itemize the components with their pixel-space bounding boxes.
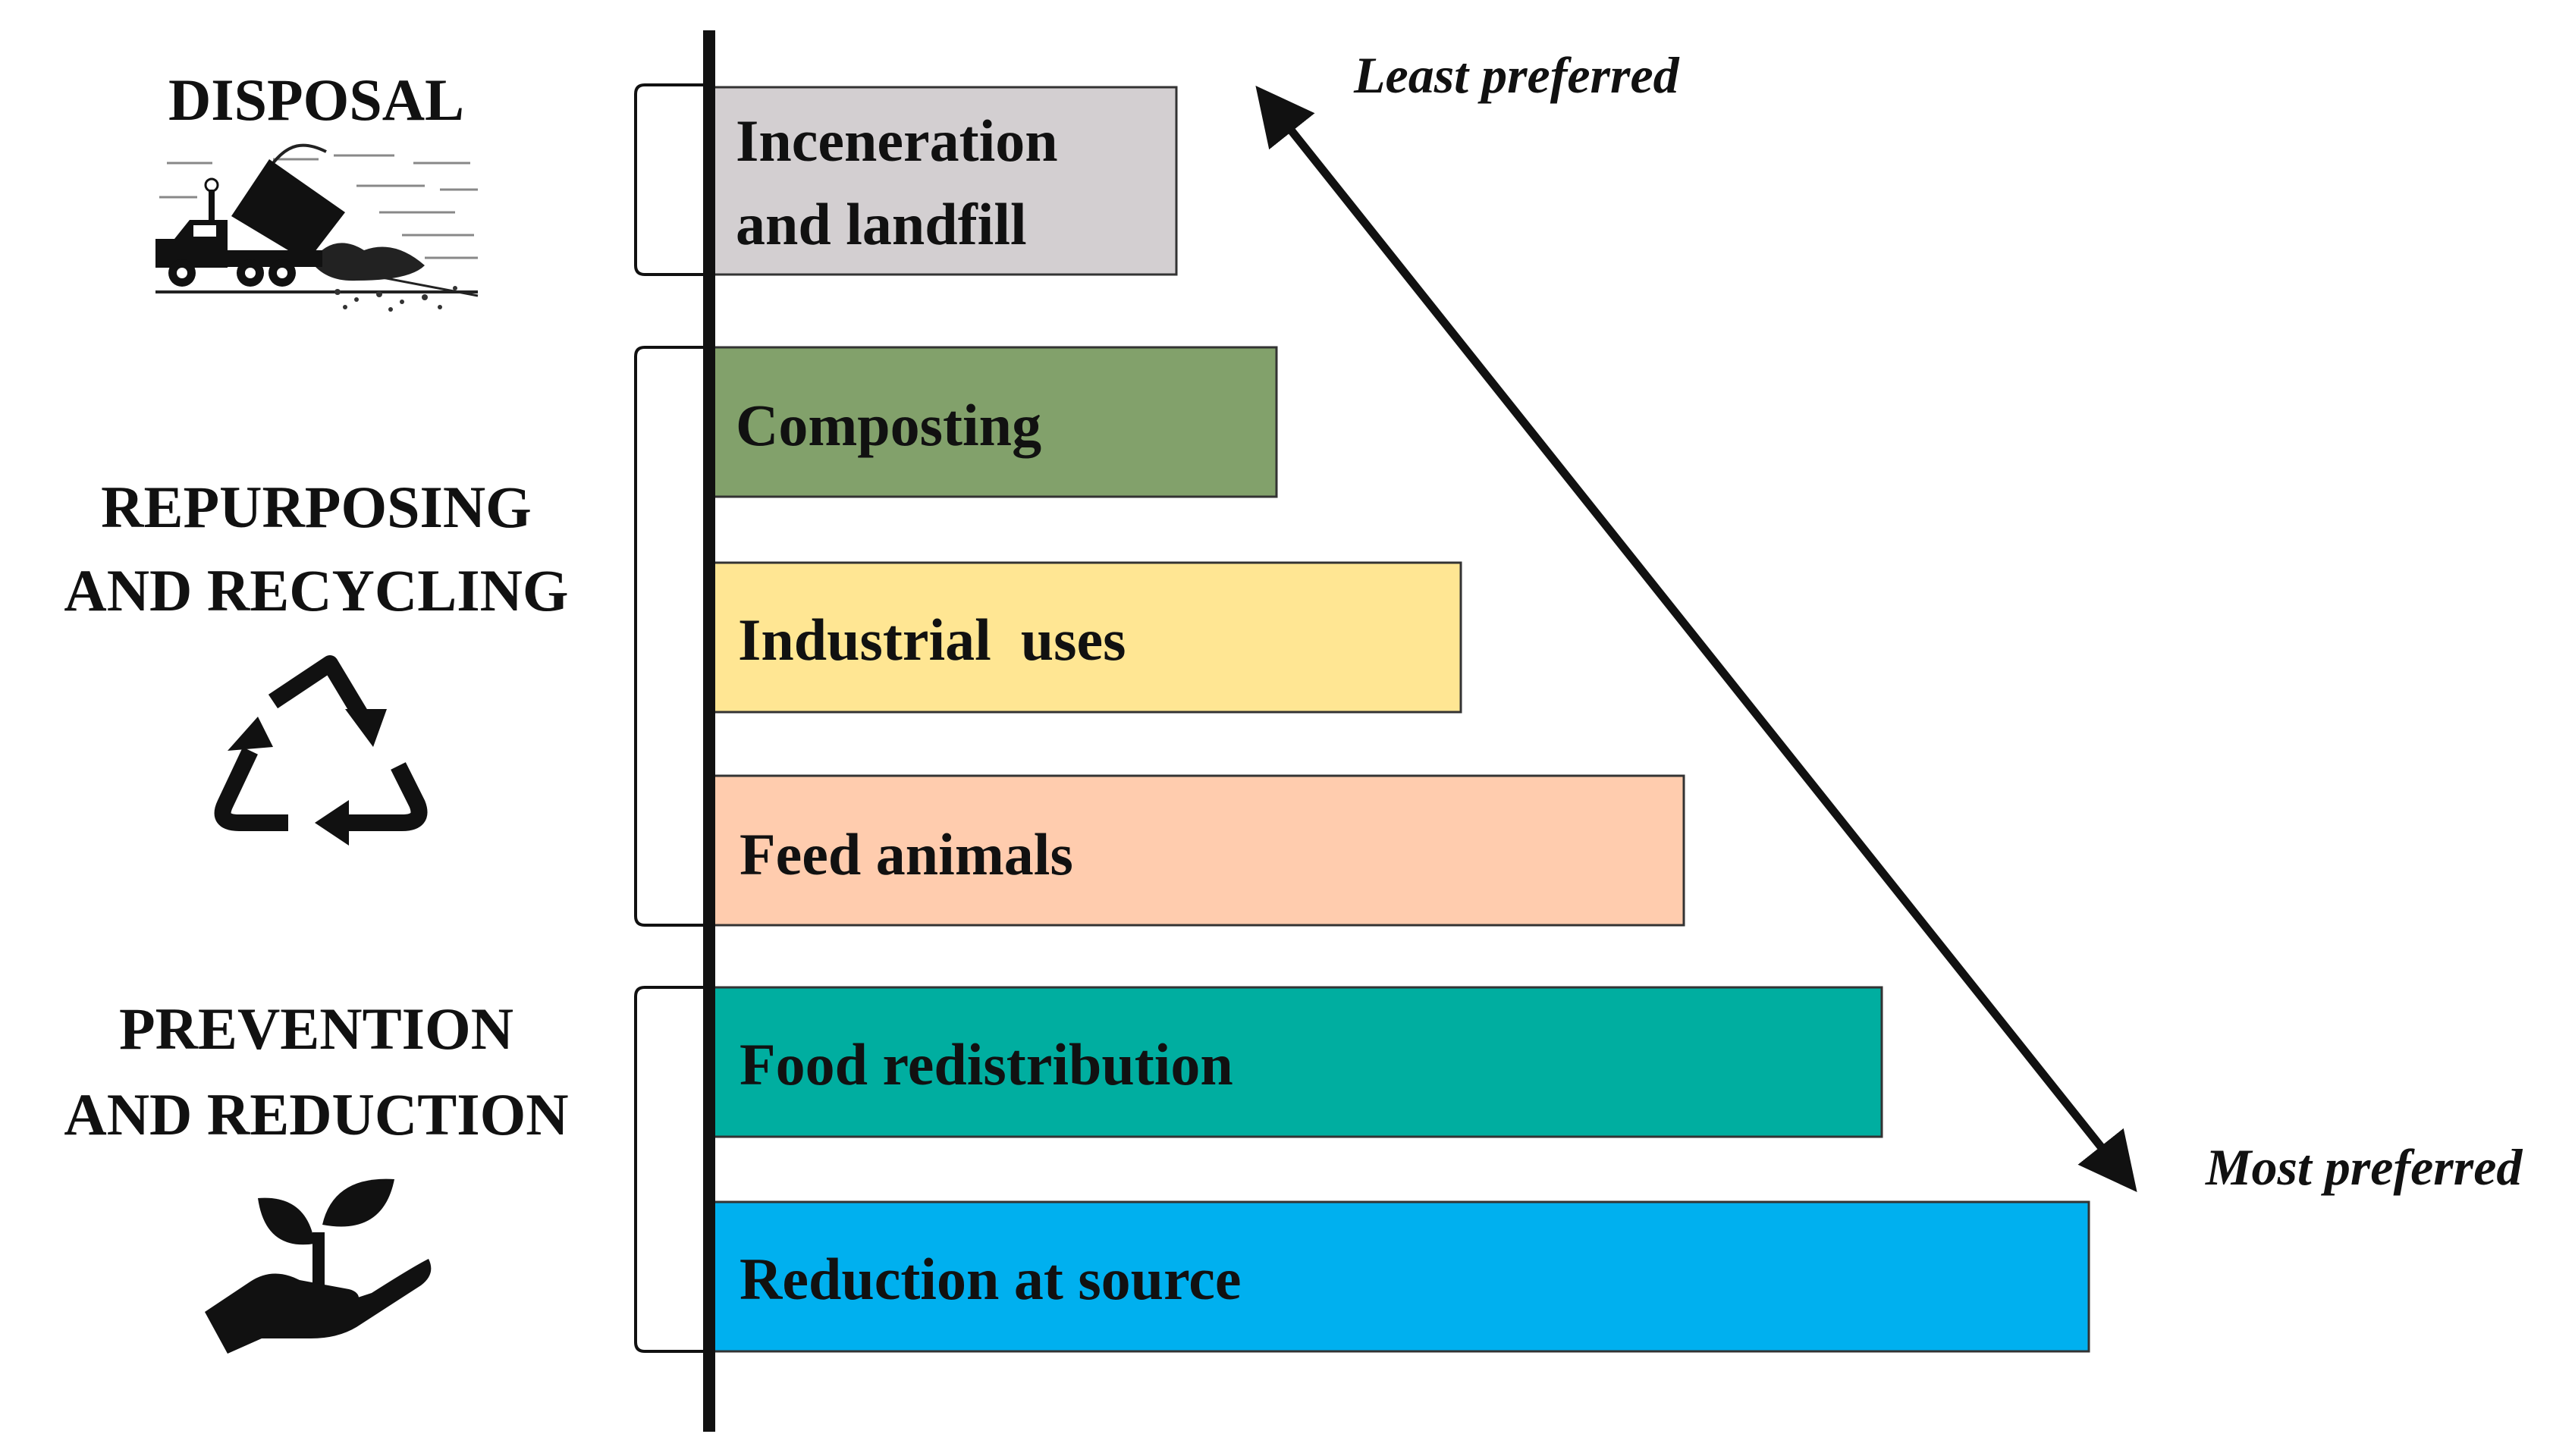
- bar-incineration-landfill: [710, 86, 1178, 276]
- label-most-preferred: Most preferred: [2205, 1138, 2523, 1196]
- plant-in-hand-icon: [205, 1178, 432, 1354]
- category-headings: DISPOSAL REPURPOSING AND RECYCLING PREVE…: [64, 67, 568, 1147]
- category-disposal: DISPOSAL: [168, 67, 464, 133]
- recycle-icon: [214, 655, 428, 846]
- category-prevention-line2: AND REDUCTION: [64, 1081, 568, 1147]
- preference-arrow: [1255, 85, 2137, 1193]
- bar-label-composting: Composting: [736, 392, 1041, 458]
- bar-label-incineration-line1: Inceneration: [736, 108, 1058, 174]
- category-brackets: [634, 83, 709, 1353]
- category-prevention-line1: PREVENTION: [119, 996, 513, 1062]
- label-least-preferred: Least preferred: [1353, 46, 1680, 104]
- bracket-disposal: [634, 83, 709, 276]
- bar-label-industrial-uses: Industrial uses: [738, 607, 1126, 673]
- bar-label-reduction-at-source: Reduction at source: [740, 1246, 1242, 1312]
- dump-truck-icon: [155, 143, 479, 312]
- category-repurposing-line2: AND RECYCLING: [64, 557, 568, 623]
- bracket-prevention: [634, 986, 709, 1353]
- bar-label-feed-animals: Feed animals: [740, 821, 1073, 887]
- bar-label-incineration-line2: and landfill: [736, 191, 1027, 257]
- hierarchy-bars: [710, 86, 2090, 1353]
- bar-label-food-redistribution: Food redistribution: [740, 1031, 1233, 1097]
- bar-labels: Inceneration and landfill Composting Ind…: [736, 108, 1242, 1312]
- category-repurposing-line1: REPURPOSING: [101, 474, 532, 540]
- bar-reduction-at-source: [710, 1200, 2090, 1353]
- bar-composting: [710, 346, 1278, 498]
- bracket-repurposing: [634, 346, 709, 927]
